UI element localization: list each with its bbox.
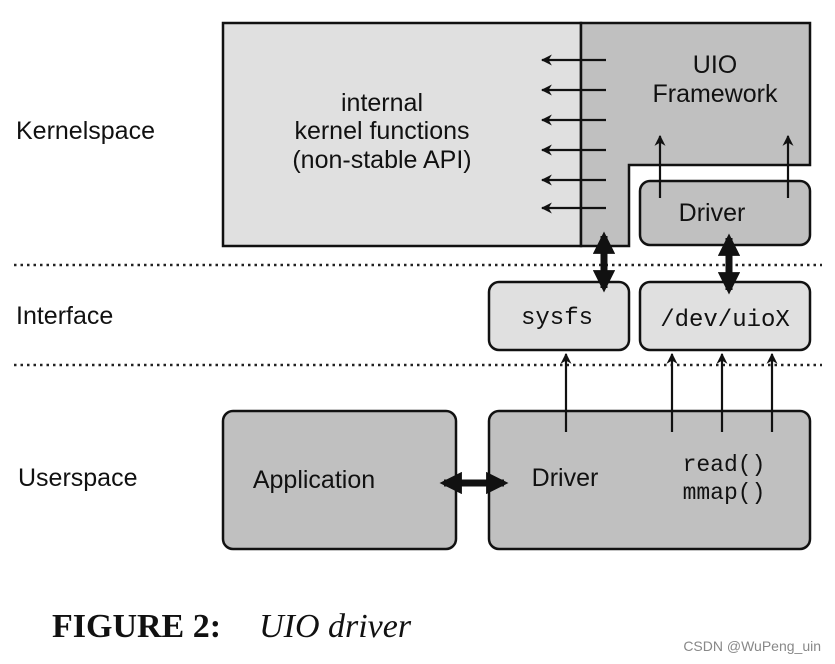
- user-driver-label: Driver: [532, 464, 599, 492]
- user-driver-call-mmap: mmap(): [683, 480, 766, 506]
- layer-label-userspace: Userspace: [18, 464, 138, 492]
- sysfs-label: sysfs: [521, 305, 593, 332]
- uio-framework-line2: Framework: [652, 80, 778, 108]
- watermark: CSDN @WuPeng_uin: [683, 638, 821, 654]
- kernel-functions-box: [221, 21, 583, 248]
- user-driver-call-read: read(): [683, 452, 766, 478]
- figure-number: FIGURE 2:: [52, 608, 222, 645]
- layer-label-interface: Interface: [16, 302, 113, 330]
- uio-diagram: Kernelspace Interface Userspace internal…: [14, 21, 822, 551]
- uio-framework-line1: UIO: [693, 51, 737, 79]
- dev-uio-label: /dev/uioX: [660, 307, 790, 334]
- kernel-functions-line2: kernel functions: [294, 117, 469, 145]
- kernel-functions-line3: (non-stable API): [292, 146, 471, 174]
- figure-caption: FIGURE 2: UIO driver: [52, 608, 411, 646]
- application-label: Application: [253, 466, 375, 494]
- kernel-driver-label: Driver: [679, 199, 746, 227]
- layer-label-kernelspace: Kernelspace: [16, 117, 155, 145]
- sysfs-box: [487, 280, 631, 352]
- uio-framework-box: [579, 21, 812, 248]
- figure-title: UIO driver: [259, 608, 412, 645]
- kernel-call-arrows: [540, 54, 606, 214]
- kernel-functions-line1: internal: [341, 89, 423, 117]
